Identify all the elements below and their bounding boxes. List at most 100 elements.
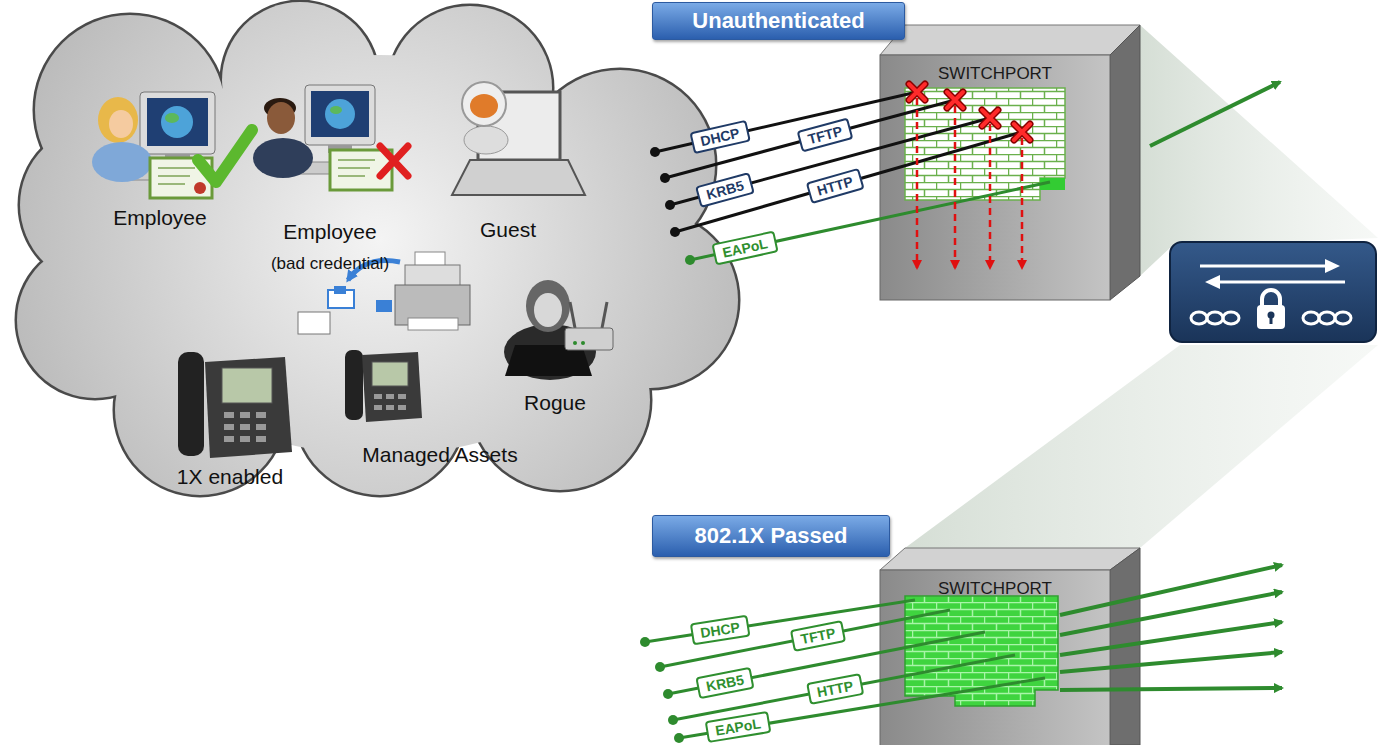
- phone-icon-part: [178, 352, 204, 456]
- phone-icon-part-part: [240, 436, 250, 442]
- employee-icon-part: [325, 99, 355, 129]
- employee-icon-part: [305, 85, 375, 145]
- employee-icon-part: [330, 106, 342, 114]
- wire-end-dot-part: [655, 662, 665, 672]
- authenticator-switch: [1170, 242, 1376, 342]
- employee-icon-part: [147, 98, 208, 146]
- block-cross-part-part: [909, 84, 925, 100]
- protocol-tag: KRB5: [695, 172, 755, 208]
- block-cross-part-part: [1014, 124, 1030, 140]
- switchport-housing-part: [880, 25, 1140, 55]
- node-text: SWITCHPORT: [938, 579, 1052, 599]
- authenticator-switch-part-part: [1207, 312, 1223, 324]
- authenticator-switch-part-part: [1223, 312, 1239, 324]
- authenticator-switch-part: [1220, 281, 1345, 284]
- switchport-housing-part: [880, 55, 1110, 300]
- authenticator-switch-part: [1325, 259, 1340, 273]
- authenticator-switch-part: [1191, 312, 1351, 324]
- employee-icon-part: [165, 113, 179, 123]
- block-cross-part-part: [909, 84, 925, 100]
- wire-end-dot-part: [663, 689, 673, 699]
- dropped-arrow-part: [954, 106, 957, 268]
- wire-end-dot: [640, 637, 684, 743]
- phone-icon-part: [224, 412, 266, 442]
- employee-icon-part: [98, 97, 138, 143]
- employee-icon: [92, 92, 252, 198]
- block-cross-part-part: [947, 92, 963, 108]
- block-cross-part-part: [982, 110, 998, 126]
- printer-icon-part: [298, 312, 330, 334]
- device-label: 1X enabled: [177, 465, 283, 489]
- device-label: Guest: [480, 218, 536, 242]
- switchport-housing-part: [880, 548, 1140, 570]
- guest-icon-part: [462, 82, 506, 126]
- authenticator-switch-part-part: [1335, 312, 1351, 324]
- node-text: Unauthenticated: [692, 8, 864, 34]
- phone-icon-part-part: [224, 424, 234, 430]
- authenticator-switch-part: [1205, 275, 1220, 289]
- phone-icon-part: [372, 362, 408, 386]
- protocol-tag: EAPoL: [705, 711, 772, 743]
- phone-icon-part-part: [374, 394, 382, 399]
- protocol-wire-part: [660, 610, 950, 667]
- block-cross-part-part: [982, 110, 998, 126]
- employee-icon-part: [380, 146, 408, 176]
- rogue-icon-part: [526, 280, 570, 332]
- authenticator-switch-part: [1257, 305, 1285, 329]
- pass-arrow: [1150, 82, 1280, 146]
- dropped-arrow-part: [1021, 138, 1024, 268]
- phone-icon-part-part: [256, 424, 266, 430]
- employee-icon-part: [109, 110, 133, 138]
- protocol-tag: HTTP: [806, 673, 864, 705]
- employee-icon-part: [161, 106, 193, 138]
- status-badge: 802.1X Passed: [652, 515, 890, 557]
- block-cross-part-part: [947, 92, 963, 108]
- phone-icon-part-part: [240, 412, 250, 418]
- pass-arrow-part: [1060, 688, 1282, 690]
- wire-end-dot-part: [685, 255, 695, 265]
- shade-cone: [1140, 25, 1378, 276]
- protocol-tag: DHCP: [689, 120, 750, 154]
- pass-arrow: [1060, 565, 1282, 690]
- employee-icon-part: [158, 168, 195, 184]
- node-text: SWITCHPORT: [938, 64, 1052, 84]
- guest-icon: [452, 82, 585, 195]
- wire-end-dot-part: [674, 733, 684, 743]
- shade-cone: [905, 345, 1378, 548]
- phone-icon-part: [345, 350, 363, 420]
- rogue-icon-part: [602, 302, 607, 328]
- pass-arrow-part: [1060, 565, 1282, 615]
- wire-end-dot: [650, 147, 695, 265]
- cloud-part-part: [95, 55, 665, 455]
- printer-icon-part: [405, 265, 460, 287]
- phone-icon-part: [362, 352, 422, 422]
- protocol-wire-part: [645, 600, 915, 642]
- authenticator-switch-part: [1262, 290, 1280, 306]
- switchport-box: SWITCHPORT: [880, 55, 1110, 300]
- phone-icon-part-part: [386, 394, 394, 399]
- employee-icon-part: [311, 91, 369, 137]
- protocol-tag: EAPoL: [711, 230, 778, 265]
- employee-icon-part: [92, 142, 152, 182]
- protocol-wire-part: [675, 132, 1022, 232]
- protocol-tag: KRB5: [695, 667, 754, 699]
- phone-icon-part-part: [386, 405, 394, 410]
- switchport-box: SWITCHPORT: [880, 570, 1110, 745]
- employee-icon-part: [338, 160, 375, 176]
- phone-icon: [345, 350, 422, 422]
- phone-icon-part-part: [224, 412, 234, 418]
- rogue-icon-part: [565, 328, 613, 350]
- phone-icon: [178, 352, 292, 458]
- employee-icon-part: [194, 182, 206, 194]
- wire-end-dot-part: [640, 637, 650, 647]
- guest-icon-part: [464, 126, 508, 154]
- authenticator-switch-part-part: [1319, 312, 1335, 324]
- authenticator-switch-part-part: [1303, 312, 1319, 324]
- rogue-icon: [504, 280, 613, 380]
- employee-icon-part: [198, 130, 252, 182]
- protocol-wire: [645, 600, 1045, 738]
- node-text: 802.1X Passed: [695, 523, 848, 549]
- switchport-housing: [880, 548, 1140, 745]
- phone-icon-part: [222, 368, 272, 403]
